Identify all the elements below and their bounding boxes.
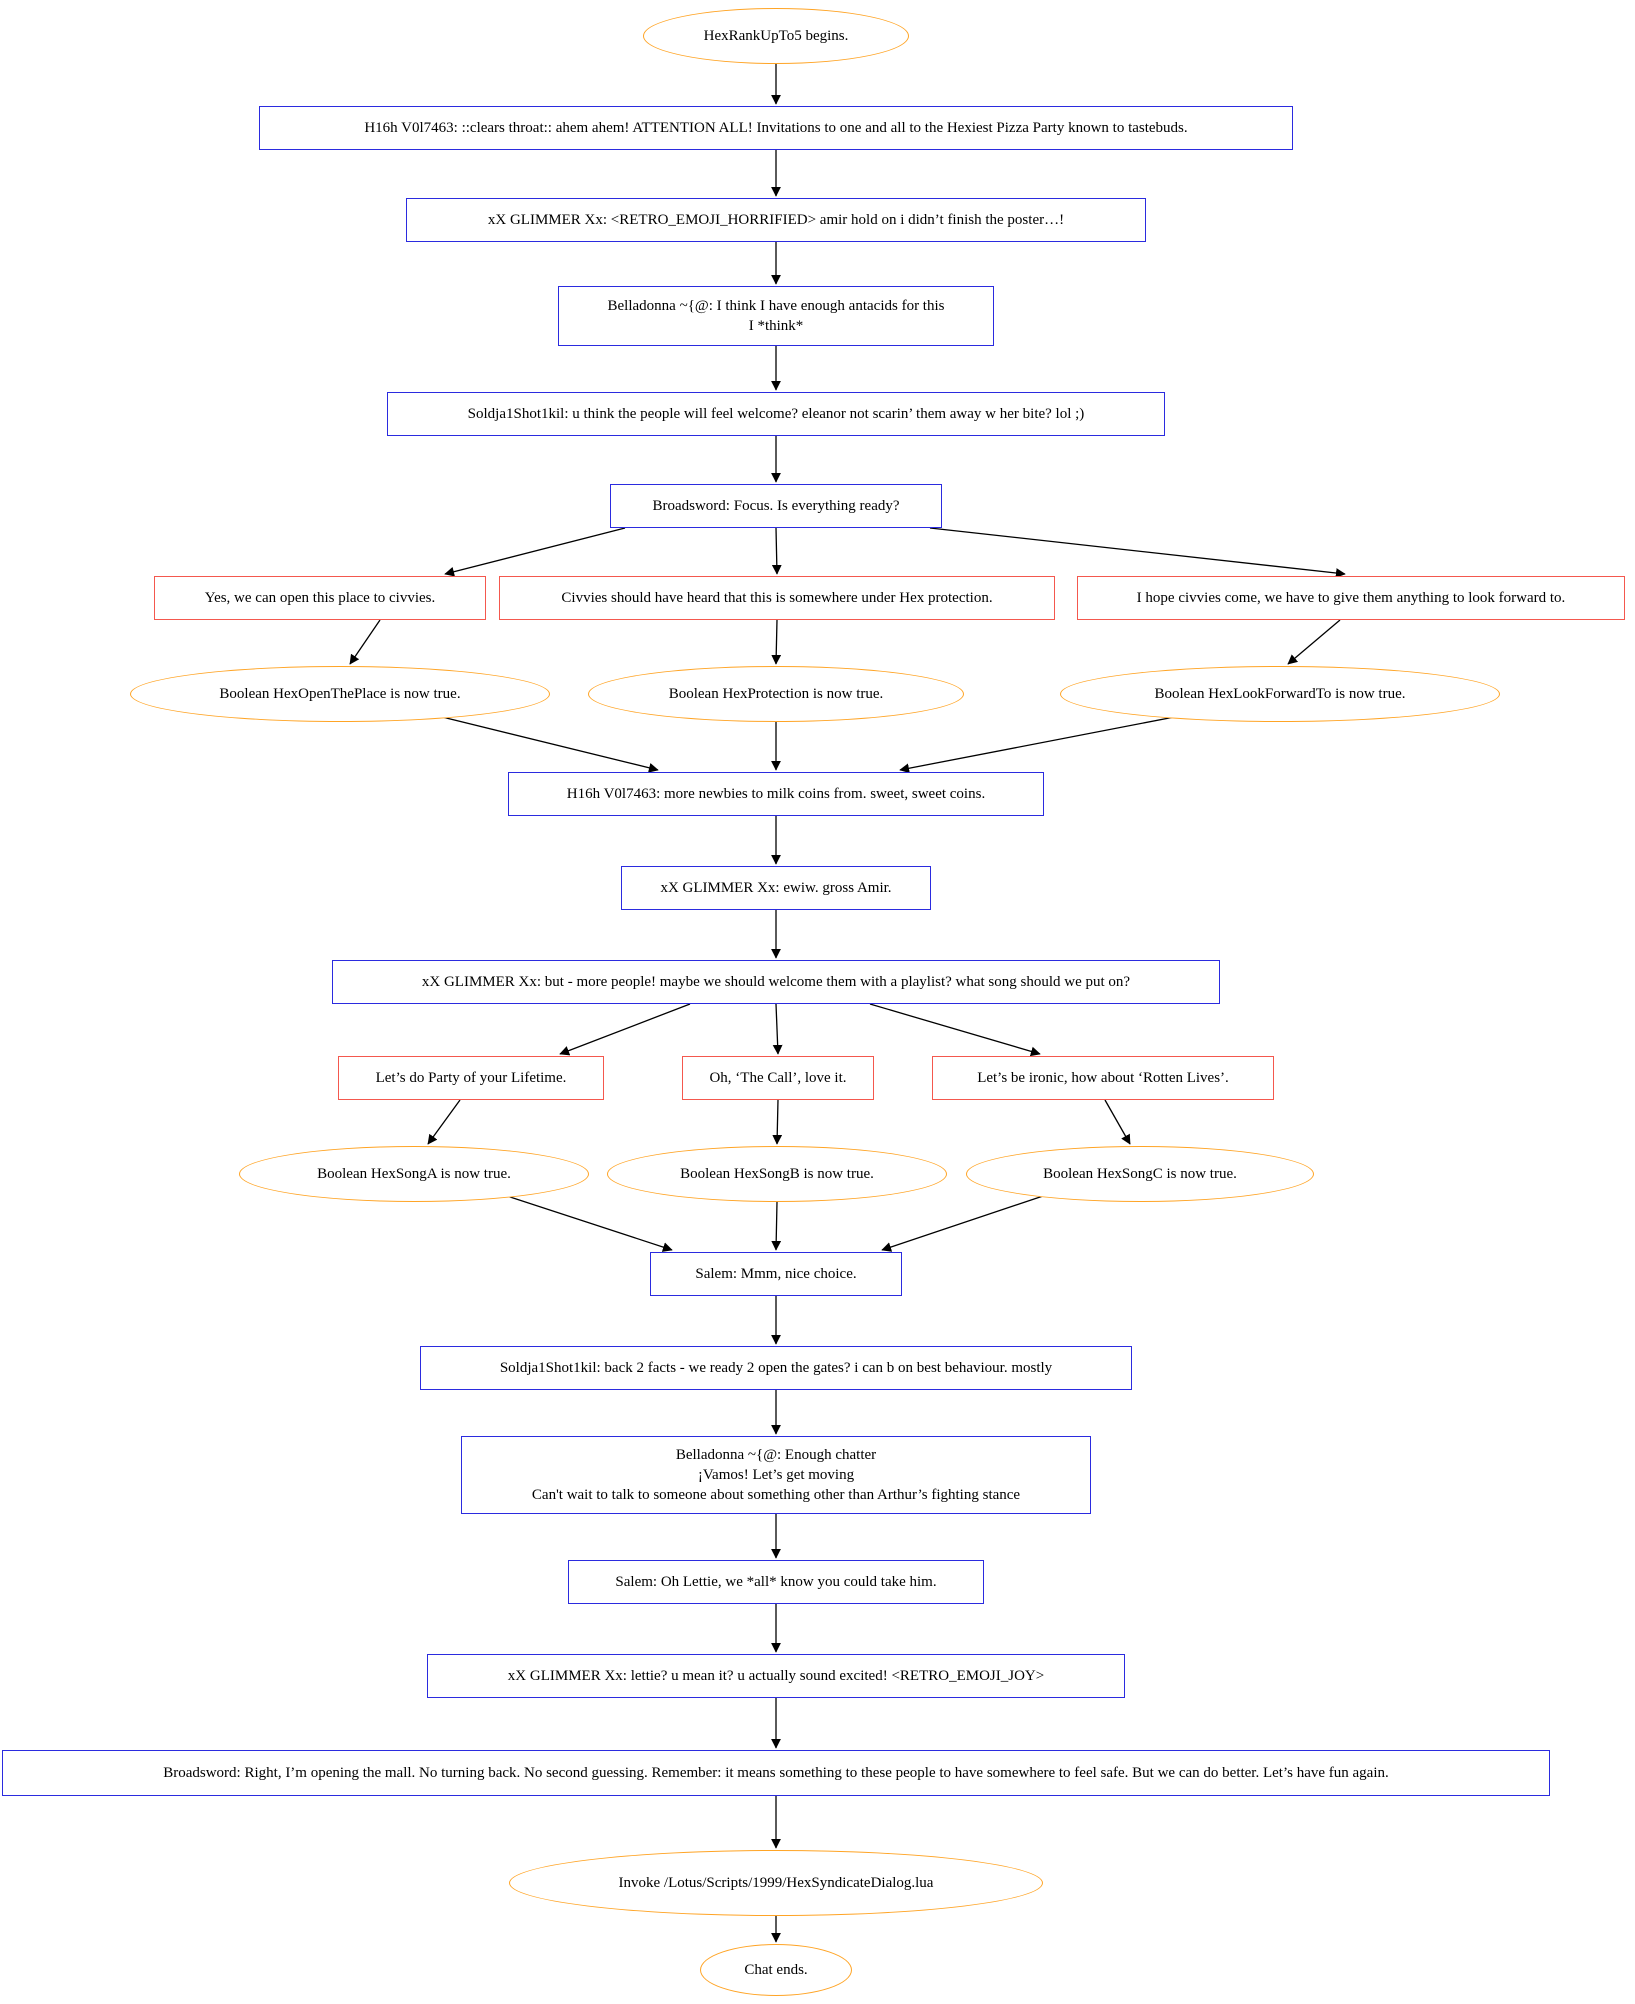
edge-msg-broadsword-focus-to-choice-look-forward: [929, 527, 1346, 578]
end-node-label: Chat ends.: [744, 1961, 808, 1978]
choice-song-b: Oh, ‘The Call’, love it.: [682, 1056, 874, 1100]
state-hexsongb: Boolean HexSongB is now true.: [607, 1146, 947, 1202]
choice-look-forward-label: I hope civvies come, we have to give the…: [1136, 589, 1566, 606]
msg-glimmer-poster-label: xX GLIMMER Xx: <RETRO_EMOJI_HORRIFIED> a…: [487, 211, 1065, 228]
state-hexprotection: Boolean HexProtection is now true.: [588, 666, 964, 722]
choice-hex-protection: Civvies should have heard that this is s…: [499, 576, 1055, 620]
msg-h16h-newbies: H16h V0l7463: more newbies to milk coins…: [508, 772, 1044, 816]
end-node: Chat ends.: [700, 1944, 852, 1996]
msg-glimmer-ewiw-label: xX GLIMMER Xx: ewiw. gross Amir.: [660, 879, 892, 896]
start-node: HexRankUpTo5 begins.: [643, 8, 909, 64]
msg-glimmer-playlist: xX GLIMMER Xx: but - more people! maybe …: [332, 960, 1220, 1004]
msg-glimmer-playlist-label: xX GLIMMER Xx: but - more people! maybe …: [421, 973, 1131, 990]
msg-soldja-welcome-label: Soldja1Shot1kil: u think the people will…: [467, 405, 1085, 422]
edge-state-hexopentheplace-to-msg-h16h-newbies: [429, 713, 659, 773]
edge-msg-glimmer-playlist-to-choice-song-b: [772, 1003, 783, 1055]
msg-glimmer-excited: xX GLIMMER Xx: lettie? u mean it? u actu…: [427, 1654, 1125, 1698]
msg-soldja-gates-label: Soldja1Shot1kil: back 2 facts - we ready…: [499, 1359, 1053, 1376]
edge-choice-look-forward-to-state-hexlookforwardto: [1287, 619, 1341, 665]
edge-msg-broadsword-focus-to-choice-hex-protection: [771, 527, 782, 575]
msg-glimmer-poster: xX GLIMMER Xx: <RETRO_EMOJI_HORRIFIED> a…: [406, 198, 1146, 242]
edge-state-hexsongb-to-msg-salem-choice: [771, 1201, 782, 1251]
state-hexprotection-label: Boolean HexProtection is now true.: [668, 685, 884, 702]
msg-broadsword-focus: Broadsword: Focus. Is everything ready?: [610, 484, 942, 528]
choice-song-a: Let’s do Party of your Lifetime.: [338, 1056, 604, 1100]
choice-open-place: Yes, we can open this place to civvies.: [154, 576, 486, 620]
msg-broadsword-focus-label: Broadsword: Focus. Is everything ready?: [652, 497, 900, 514]
msg-salem-lettie: Salem: Oh Lettie, we *all* know you coul…: [568, 1560, 984, 1604]
edge-msg-broadsword-focus-to-choice-open-place: [444, 527, 626, 577]
choice-song-a-label: Let’s do Party of your Lifetime.: [375, 1069, 567, 1086]
state-hexsongc: Boolean HexSongC is now true.: [966, 1146, 1314, 1202]
msg-broadsword-mall: Broadsword: Right, I’m opening the mall.…: [2, 1750, 1550, 1796]
state-hexsonga: Boolean HexSongA is now true.: [239, 1146, 589, 1202]
edge-msg-glimmer-playlist-to-choice-song-c: [869, 1003, 1041, 1057]
edge-state-hexsongc-to-msg-salem-choice: [881, 1191, 1056, 1252]
state-hexsongb-label: Boolean HexSongB is now true.: [680, 1165, 874, 1182]
msg-h16h-newbies-label: H16h V0l7463: more newbies to milk coins…: [566, 785, 986, 802]
msg-salem-choice: Salem: Mmm, nice choice.: [650, 1252, 902, 1296]
edge-msg-glimmer-playlist-to-choice-song-a: [559, 1003, 691, 1056]
start-node-label: HexRankUpTo5 begins.: [703, 27, 849, 44]
msg-belladonna-antacids-label: Belladonna ~{@: I think I have enough an…: [607, 297, 945, 314]
msg-belladonna-antacids: Belladonna ~{@: I think I have enough an…: [558, 286, 994, 346]
msg-salem-choice-label: Salem: Mmm, nice choice.: [695, 1265, 857, 1282]
edge-state-hexsonga-to-msg-salem-choice: [494, 1191, 673, 1252]
state-hexlookforwardto-label: Boolean HexLookForwardTo is now true.: [1154, 685, 1406, 702]
msg-belladonna-antacids-label: I *think*: [748, 318, 804, 334]
msg-belladonna-vamos-label: Can't wait to talk to someone about some…: [531, 1487, 1021, 1504]
edge-choice-open-place-to-state-hexopentheplace: [349, 619, 381, 665]
choice-song-b-label: Oh, ‘The Call’, love it.: [709, 1069, 847, 1086]
msg-glimmer-excited-label: xX GLIMMER Xx: lettie? u mean it? u actu…: [507, 1667, 1045, 1684]
msg-salem-lettie-label: Salem: Oh Lettie, we *all* know you coul…: [615, 1573, 937, 1590]
state-invoke-script-label: Invoke /Lotus/Scripts/1999/HexSyndicateD…: [618, 1874, 934, 1891]
msg-broadsword-mall-label: Broadsword: Right, I’m opening the mall.…: [163, 1764, 1389, 1781]
state-hexsongc-label: Boolean HexSongC is now true.: [1043, 1165, 1237, 1182]
msg-belladonna-vamos-label: ¡Vamos! Let’s get moving: [697, 1466, 855, 1483]
msg-belladonna-vamos-label: Belladonna ~{@: Enough chatter: [675, 1446, 877, 1463]
choice-song-c-label: Let’s be ironic, how about ‘Rotten Lives…: [977, 1069, 1229, 1086]
choice-open-place-label: Yes, we can open this place to civvies.: [204, 589, 436, 606]
msg-soldja-gates: Soldja1Shot1kil: back 2 facts - we ready…: [420, 1346, 1132, 1390]
choice-look-forward: I hope civvies come, we have to give the…: [1077, 576, 1625, 620]
edge-choice-song-c-to-state-hexsongc: [1104, 1099, 1131, 1145]
state-hexopentheplace-label: Boolean HexOpenThePlace is now true.: [219, 685, 461, 702]
choice-song-c: Let’s be ironic, how about ‘Rotten Lives…: [932, 1056, 1274, 1100]
msg-glimmer-ewiw: xX GLIMMER Xx: ewiw. gross Amir.: [621, 866, 931, 910]
edge-state-hexlookforwardto-to-msg-h16h-newbies: [899, 713, 1191, 774]
msg-h16h-attention-label: H16h V0l7463: ::clears throat:: ahem ahe…: [364, 119, 1188, 136]
state-hexsonga-label: Boolean HexSongA is now true.: [317, 1165, 511, 1182]
state-hexopentheplace: Boolean HexOpenThePlace is now true.: [130, 666, 550, 722]
choice-hex-protection-label: Civvies should have heard that this is s…: [561, 589, 993, 606]
state-invoke-script: Invoke /Lotus/Scripts/1999/HexSyndicateD…: [509, 1850, 1043, 1916]
state-hexlookforwardto: Boolean HexLookForwardTo is now true.: [1060, 666, 1500, 722]
msg-belladonna-vamos: Belladonna ~{@: Enough chatter ¡Vamos! Le…: [461, 1436, 1091, 1514]
edge-choice-hex-protection-to-state-hexprotection: [771, 619, 782, 665]
msg-soldja-welcome: Soldja1Shot1kil: u think the people will…: [387, 392, 1165, 436]
msg-h16h-attention: H16h V0l7463: ::clears throat:: ahem ahe…: [259, 106, 1293, 150]
edge-choice-song-b-to-state-hexsongb: [772, 1099, 783, 1145]
edge-choice-song-a-to-state-hexsonga: [427, 1099, 461, 1145]
